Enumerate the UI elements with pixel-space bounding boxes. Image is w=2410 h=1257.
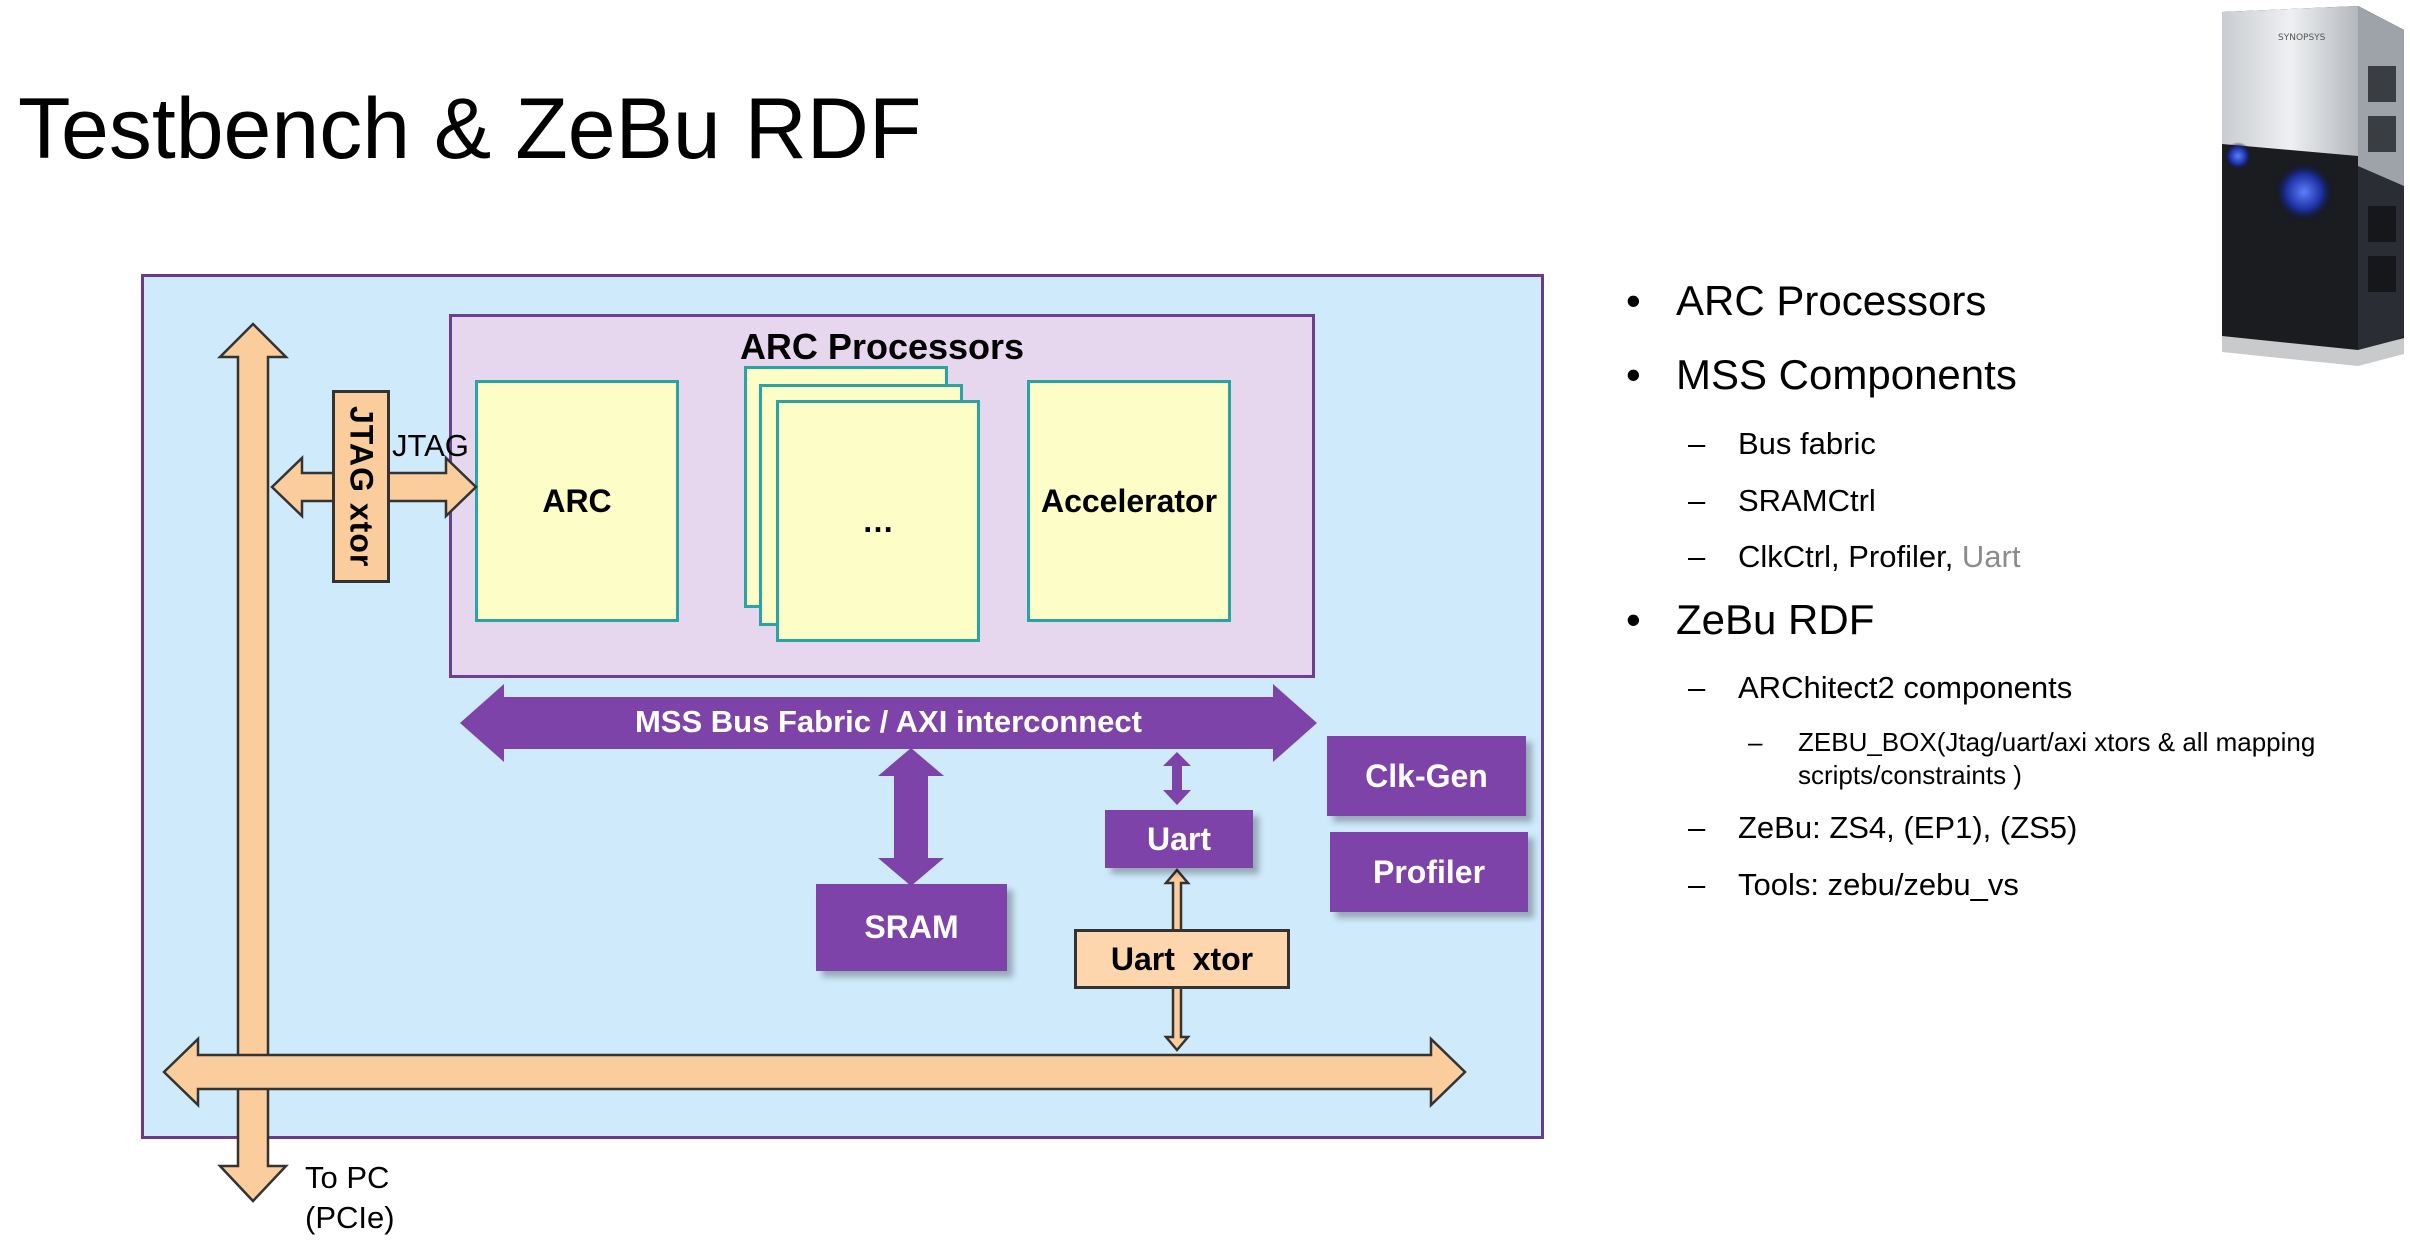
stacked-card-front: … (776, 400, 980, 642)
sub-bullet-architect2: – ARChitect2 components (1620, 669, 2380, 708)
dash-marker: – (1748, 727, 1763, 758)
sub-bullet-text: ZeBu: ZS4, (EP1), (ZS5) (1738, 810, 2078, 846)
slide-title: Testbench & ZeBu RDF (18, 81, 922, 177)
jtag-xtor-box: JTAG xtor (332, 390, 390, 583)
uart-gray-text: Uart (1961, 539, 2021, 575)
sram-box: SRAM (816, 884, 1007, 971)
sub-sub-bullet-text: ZEBU_BOX(Jtag/uart/axi xtors & all mappi… (1798, 727, 2316, 790)
accelerator-card: Accelerator (1027, 380, 1231, 622)
sub-bullet-text: ClkCtrl, Profiler, (1738, 539, 1962, 575)
zebu-server-icon: SYNOPSYS (2222, 6, 2404, 366)
sub-bullet-text: SRAMCtrl (1738, 482, 1876, 518)
sub-sub-bullet-zebu-box: – ZEBU_BOX(Jtag/uart/axi xtors & all map… (1620, 726, 2380, 791)
arc-card: ARC (475, 380, 679, 622)
arc-label: ARC (542, 482, 612, 519)
jtag-label: JTAG (392, 428, 469, 463)
server-brand-text: SYNOPSYS (2278, 33, 2326, 43)
bullet-marker: • (1626, 277, 1641, 324)
sub-bullet-clkctrl: – ClkCtrl, Profiler, Uart (1620, 538, 2380, 577)
uart-box: Uart (1105, 810, 1253, 868)
bullet-marker: • (1626, 596, 1641, 644)
clk-gen-label: Clk-Gen (1365, 757, 1488, 794)
bullet-list: • ARC Processors • MSS Components – Bus … (1620, 276, 2380, 923)
bullet-marker: • (1626, 351, 1641, 399)
dash-marker: – (1688, 482, 1706, 518)
bullet-text: ARC Processors (1676, 277, 1987, 324)
clk-gen-box: Clk-Gen (1327, 736, 1526, 816)
bus-fabric-label: MSS Bus Fabric / AXI interconnect (634, 704, 1142, 739)
sub-bullet-bus-fabric: – Bus fabric (1620, 425, 2380, 464)
bullet-arc-processors: • ARC Processors (1620, 276, 2380, 326)
to-pc-line-2: (PCIe) (305, 1200, 395, 1236)
bullet-text: MSS Components (1676, 351, 2017, 399)
sub-bullet-text: ARChitect2 components (1738, 670, 2073, 706)
sram-label: SRAM (864, 909, 959, 945)
profiler-label: Profiler (1372, 853, 1486, 890)
uart-label: Uart (1146, 820, 1211, 857)
ellipsis-label: … (862, 502, 894, 539)
bullet-text: ZeBu RDF (1676, 596, 1875, 644)
sub-bullet-sramctrl: – SRAMCtrl (1620, 482, 2380, 521)
to-pc-label: To PC (PCIe) (305, 1158, 395, 1239)
arc-processors-title: ARC Processors (739, 326, 1025, 367)
uart-bus-arrow (1163, 752, 1191, 805)
bus-fabric-arrow (460, 684, 1317, 762)
sram-arrow (878, 748, 944, 886)
to-pc-line-1: To PC (305, 1160, 390, 1195)
pcie-vertical-arrow (216, 322, 290, 1203)
dash-marker: – (1688, 810, 1706, 846)
profiler-box: Profiler (1330, 832, 1528, 912)
uart-xtor-label: Uart xtor (1110, 940, 1254, 977)
bottom-horizontal-arrow (162, 1036, 1467, 1108)
sub-bullet-zebu-versions: – ZeBu: ZS4, (EP1), (ZS5) (1620, 809, 2380, 848)
sub-bullet-tools: – Tools: zebu/zebu_vs (1620, 866, 2380, 905)
dash-marker: – (1688, 425, 1706, 461)
dash-marker: – (1688, 670, 1706, 706)
dash-marker: – (1688, 866, 1706, 902)
sub-bullet-text: Bus fabric (1738, 425, 1876, 461)
bullet-mss-components: • MSS Components (1620, 350, 2380, 400)
accelerator-label: Accelerator (1040, 482, 1218, 519)
dash-marker: – (1688, 539, 1706, 575)
sub-bullet-text: Tools: zebu/zebu_vs (1738, 866, 2019, 902)
bullet-zebu-rdf: • ZeBu RDF (1620, 595, 2380, 645)
jtag-xtor-label: JTAG xtor (343, 405, 380, 568)
uart-xtor-box: Uart xtor (1074, 929, 1290, 989)
